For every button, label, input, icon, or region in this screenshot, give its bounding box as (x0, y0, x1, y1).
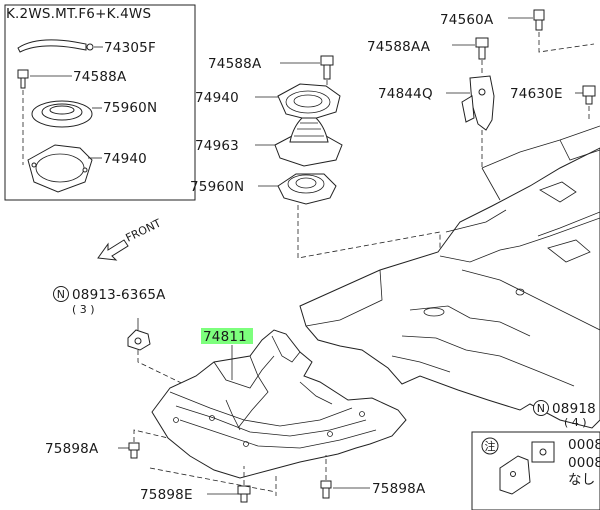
nut-number-right: 08918 (552, 401, 596, 417)
front-direction-arrow: FRONT (97, 216, 164, 261)
part-label-74588AA[interactable]: 74588AA (367, 39, 431, 55)
part-label-75960N[interactable]: 75960N (190, 179, 244, 195)
boot-74963-part (274, 117, 343, 167)
inset-part-74588A[interactable]: 74588A (73, 69, 127, 85)
part-label-74630E[interactable]: 74630E (510, 86, 563, 102)
fastener-74630E-part (582, 85, 596, 105)
note-bracket-part (499, 441, 555, 495)
inset-cable-part (17, 39, 94, 53)
bracket-74844Q-part (461, 75, 495, 131)
part-label-74940[interactable]: 74940 (195, 90, 239, 106)
nut-callout-right[interactable]: N 08918 ( 4 ) (533, 400, 596, 430)
nut-qty-left: ( 3 ) (72, 303, 95, 316)
grommet-75960N-part (277, 173, 337, 205)
clip-74560A-part (533, 9, 545, 31)
nut-callout-left[interactable]: N 08913-6365A ( 3 ) (53, 286, 167, 317)
note-line-3: なし (568, 472, 595, 488)
note-line-2: 0008 (568, 455, 600, 471)
part-label-75898A-bottom[interactable]: 75898A (372, 481, 426, 497)
note-box: 注 0008 0008 なし (471, 431, 600, 510)
clip-75898E-part (237, 485, 251, 503)
inset-part-74940[interactable]: 74940 (103, 151, 147, 167)
part-label-75898A-left[interactable]: 75898A (45, 441, 99, 457)
inset-title: K.2WS.MT.F6+K.4WS (6, 6, 151, 22)
inset-box: K.2WS.MT.F6+K.4WS 74305F 74588A 75960N (4, 4, 196, 201)
part-label-74963[interactable]: 74963 (195, 138, 239, 154)
nut-part-left (127, 329, 151, 351)
bolt-74588AA-part (475, 37, 489, 60)
bolt-74588A-part (320, 55, 334, 80)
clip-75898A-left-part (128, 442, 140, 459)
clip-75898A-bottom-part (320, 480, 332, 499)
note-line-1: 0008 (568, 437, 600, 453)
inset-part-74305F[interactable]: 74305F (104, 40, 156, 56)
part-label-74560A[interactable]: 74560A (440, 12, 494, 28)
nut-symbol-left: N (57, 288, 65, 301)
part-label-74811[interactable]: 74811 (203, 329, 247, 345)
nut-symbol-right: N (537, 402, 545, 415)
plate-74940-part (277, 83, 341, 121)
inset-plate-part (27, 144, 93, 193)
inset-part-75960N[interactable]: 75960N (103, 100, 157, 116)
vehicle-floor-body (299, 125, 600, 429)
nut-number-left: 08913-6365A (72, 287, 166, 303)
part-label-74588A-top[interactable]: 74588A (208, 56, 262, 72)
part-label-74844Q[interactable]: 74844Q (378, 86, 433, 102)
note-mark: 注 (485, 439, 496, 453)
part-label-75898E[interactable]: 75898E (140, 487, 193, 503)
front-label: FRONT (124, 216, 164, 244)
nut-qty-right: ( 4 ) (564, 416, 587, 429)
inset-bolt-part (17, 69, 29, 89)
inset-grommet-part (31, 100, 93, 128)
under-cover-74811-part (151, 329, 407, 479)
part-label-74811-highlight (201, 328, 253, 344)
